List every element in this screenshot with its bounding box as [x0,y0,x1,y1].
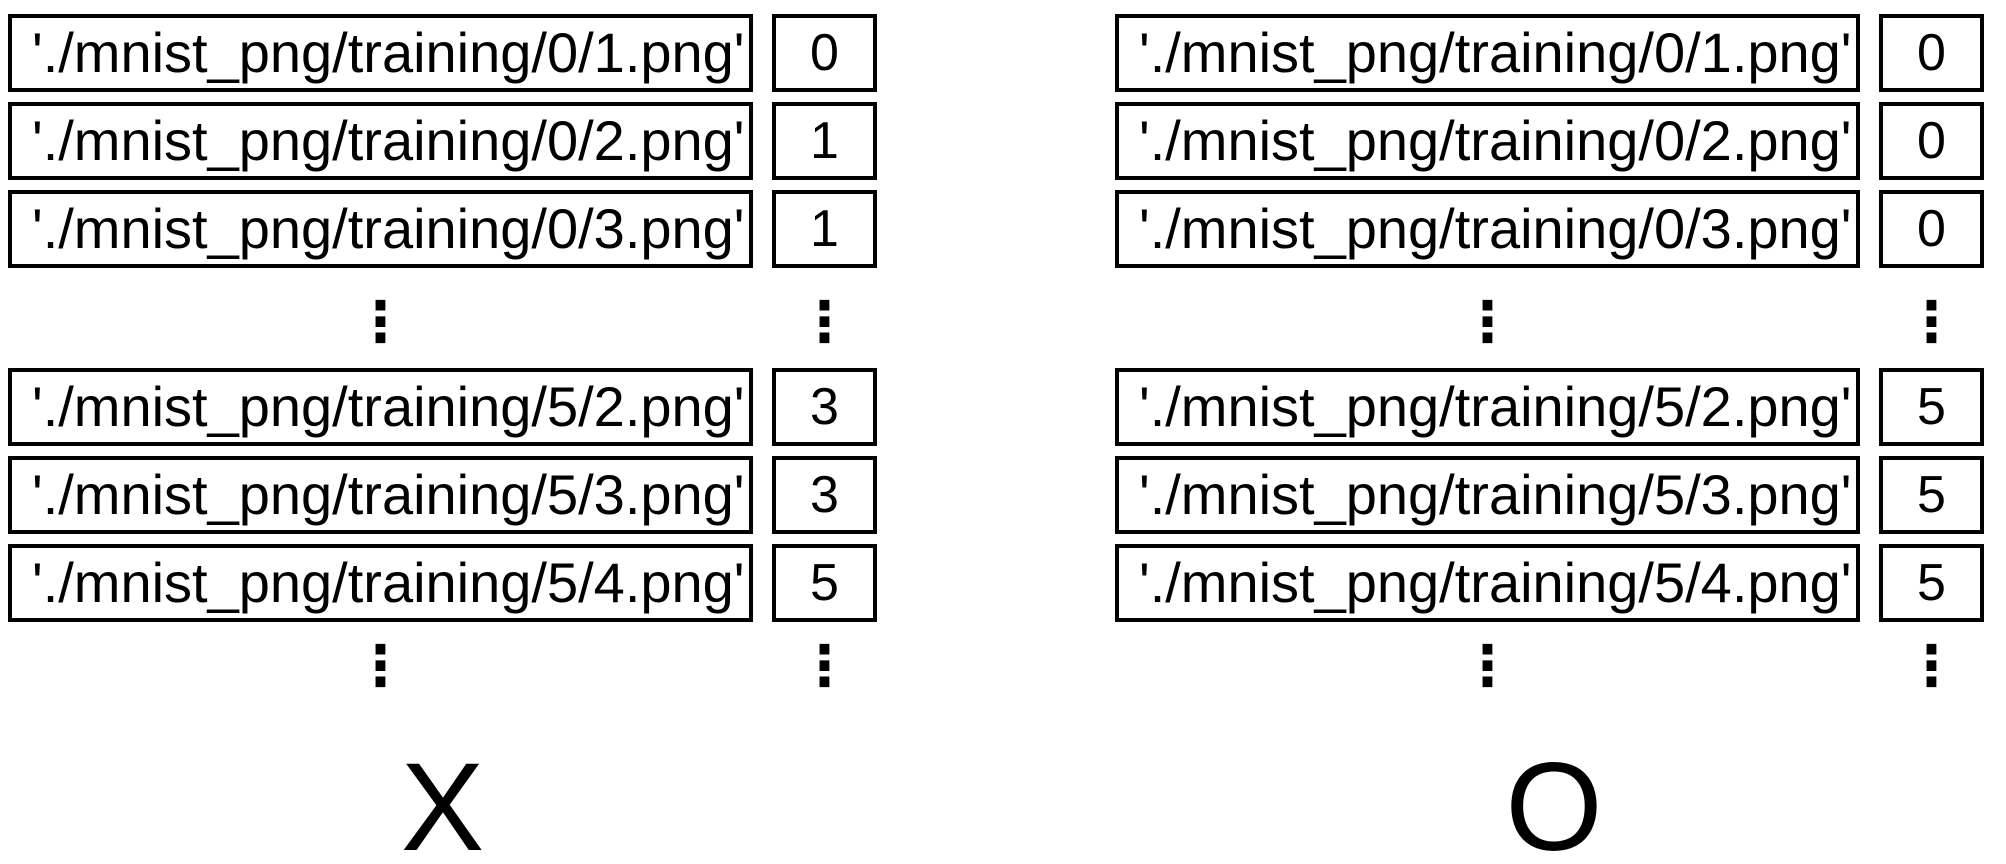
vertical-ellipsis-icon: ⋮ [796,290,853,355]
file-path-cell: './mnist_png/training/5/3.png' [8,456,753,534]
ellipsis-row: ⋮ ⋮ [1115,278,1993,368]
file-path-cell: './mnist_png/training/0/1.png' [1115,14,1860,92]
ellipsis-row: ⋮ ⋮ [8,632,877,702]
label-cell: 1 [772,102,877,180]
wrong-mark-label: X [400,737,485,864]
table-row: './mnist_png/training/5/3.png' 5 [1115,456,1993,534]
table-row: './mnist_png/training/0/1.png' 0 [8,14,877,92]
file-path-cell: './mnist_png/training/5/3.png' [1115,456,1860,534]
label-cell: 3 [772,368,877,446]
verdict-row: O [1115,732,1993,864]
vertical-ellipsis-icon: ⋮ [796,634,853,699]
table-row: './mnist_png/training/5/2.png' 3 [8,368,877,446]
vertical-ellipsis-icon: ⋮ [1903,634,1960,699]
label-cell: 0 [1879,190,1984,268]
label-cell: 0 [772,14,877,92]
verdict-row: X [8,732,877,864]
label-cell: 5 [1879,456,1984,534]
label-cell: 3 [772,456,877,534]
table-row: './mnist_png/training/0/3.png' 1 [8,190,877,268]
vertical-ellipsis-icon: ⋮ [352,290,409,355]
file-path-cell: './mnist_png/training/5/2.png' [8,368,753,446]
table-row: './mnist_png/training/0/2.png' 0 [1115,102,1993,180]
label-cell: 0 [1879,102,1984,180]
vertical-ellipsis-icon: ⋮ [352,634,409,699]
label-cell: 1 [772,190,877,268]
label-cell: 0 [1879,14,1984,92]
file-path-cell: './mnist_png/training/5/2.png' [1115,368,1860,446]
table-row: './mnist_png/training/5/3.png' 3 [8,456,877,534]
table-row: './mnist_png/training/5/2.png' 5 [1115,368,1993,446]
file-path-cell: './mnist_png/training/0/1.png' [8,14,753,92]
table-row: './mnist_png/training/0/2.png' 1 [8,102,877,180]
ellipsis-row: ⋮ ⋮ [8,278,877,368]
label-cell: 5 [1879,544,1984,622]
ellipsis-row: ⋮ ⋮ [1115,632,1993,702]
wrong-labels-group: './mnist_png/training/0/1.png' 0 './mnis… [8,14,877,864]
vertical-ellipsis-icon: ⋮ [1459,634,1516,699]
label-cell: 5 [772,544,877,622]
file-path-cell: './mnist_png/training/0/3.png' [8,190,753,268]
table-row: './mnist_png/training/5/4.png' 5 [1115,544,1993,622]
file-path-cell: './mnist_png/training/0/3.png' [1115,190,1860,268]
table-row: './mnist_png/training/5/4.png' 5 [8,544,877,622]
vertical-ellipsis-icon: ⋮ [1459,290,1516,355]
table-row: './mnist_png/training/0/3.png' 0 [1115,190,1993,268]
file-path-cell: './mnist_png/training/0/2.png' [8,102,753,180]
file-path-cell: './mnist_png/training/5/4.png' [1115,544,1860,622]
file-path-cell: './mnist_png/training/0/2.png' [1115,102,1860,180]
vertical-ellipsis-icon: ⋮ [1903,290,1960,355]
correct-labels-group: './mnist_png/training/0/1.png' 0 './mnis… [1115,14,1993,864]
correct-mark-label: O [1505,737,1603,864]
label-cell: 5 [1879,368,1984,446]
file-path-cell: './mnist_png/training/5/4.png' [8,544,753,622]
table-row: './mnist_png/training/0/1.png' 0 [1115,14,1993,92]
